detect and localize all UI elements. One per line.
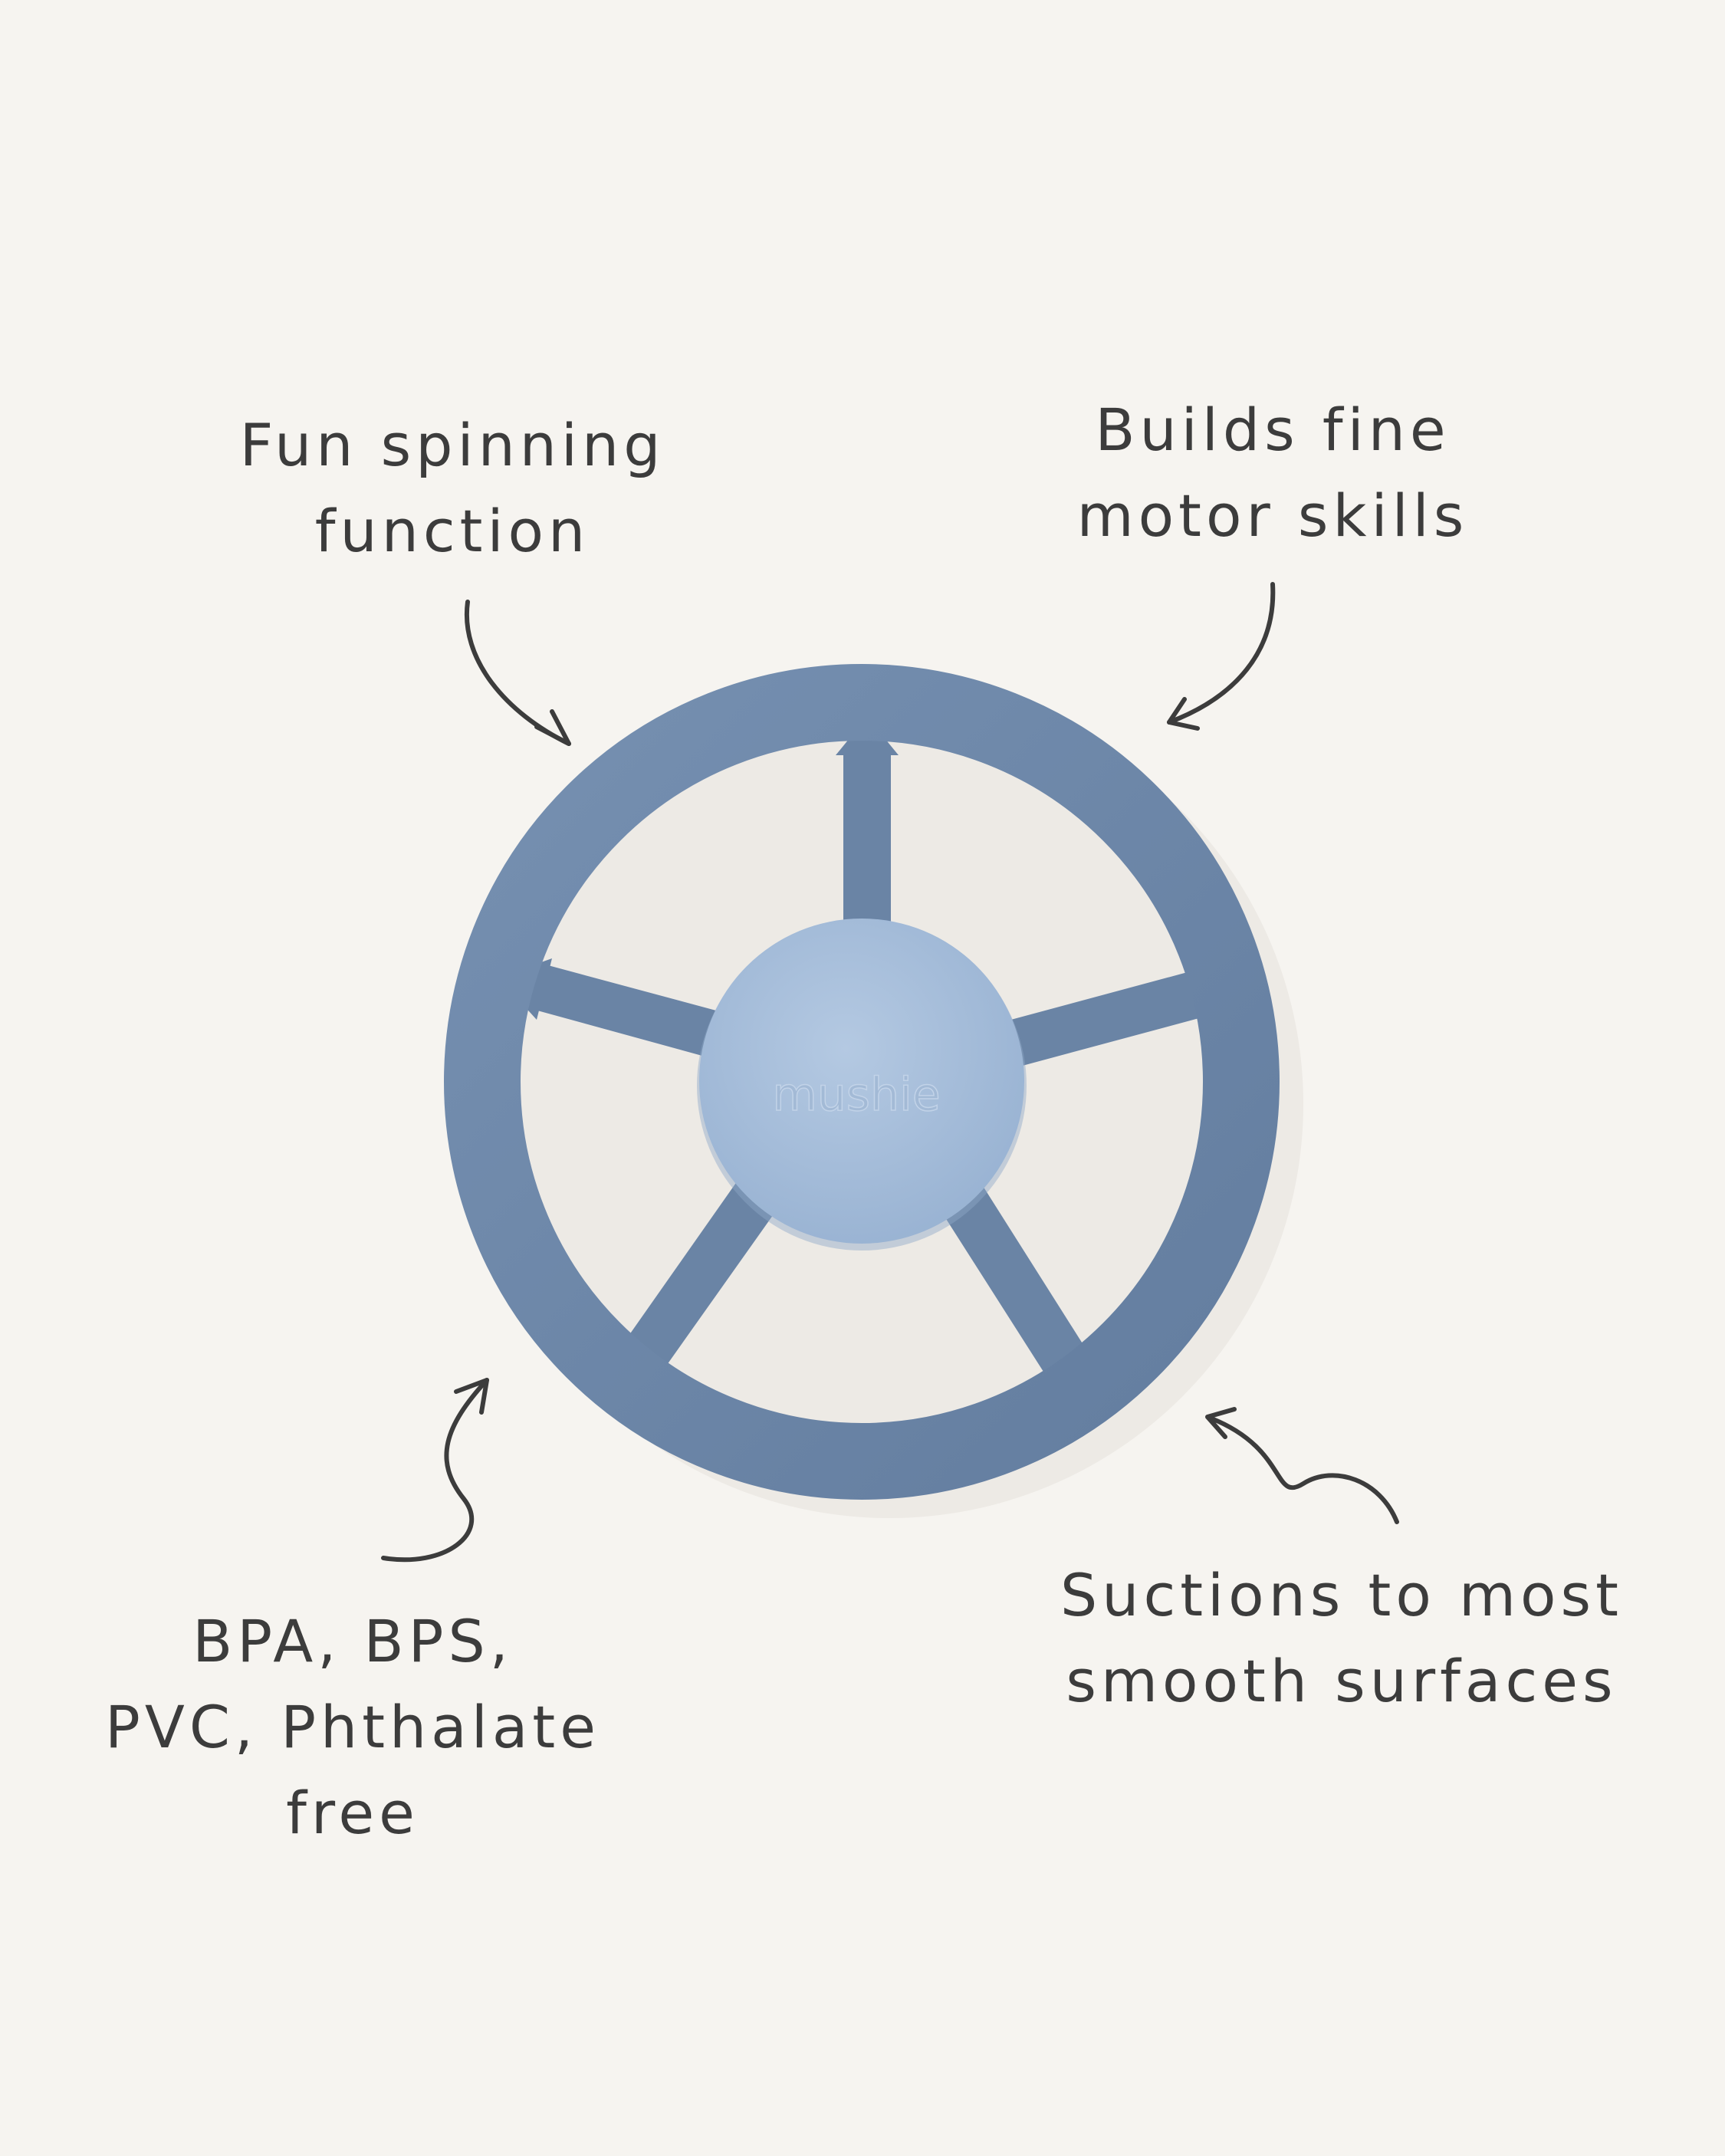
callout-bpa-free: BPA, BPS, PVC, Phthalate free — [105, 1607, 600, 1847]
arrow-top-left-icon — [464, 600, 571, 746]
callout-suction: Suctions to most smooth surfaces — [1060, 1561, 1623, 1715]
callout-fine-motor-skills: Builds fine motor skills — [1076, 396, 1469, 550]
wheel-ring — [444, 664, 1280, 1500]
arrow-bottom-right-icon — [1205, 1407, 1399, 1524]
arrow-bottom-left-icon — [381, 1378, 489, 1563]
hub-logo: mushie — [772, 1068, 940, 1122]
callout-spinning-function: Fun spinning function — [239, 411, 665, 565]
arrow-top-right-icon — [1167, 582, 1276, 731]
wheel-hub — [699, 919, 1024, 1244]
